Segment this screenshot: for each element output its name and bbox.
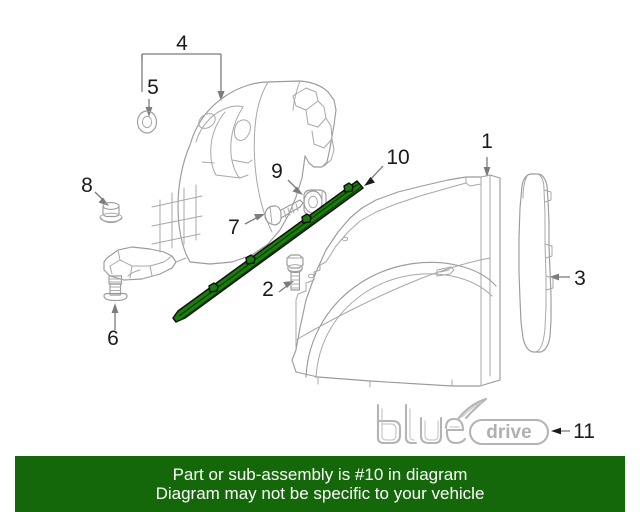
callout-number-4: 4 xyxy=(176,32,188,55)
wheelhouse-splash-shield xyxy=(103,80,337,281)
notice-banner: Part or sub-assembly is #10 in diagram D… xyxy=(15,456,625,512)
callout-leader-1 xyxy=(483,157,491,177)
fender-side-molding xyxy=(172,180,364,323)
push-in-clip xyxy=(99,202,123,224)
callout-leader-4 xyxy=(141,53,225,101)
flange-bolt xyxy=(286,254,304,291)
callout-number-2: 2 xyxy=(262,278,274,301)
callout-number-7: 7 xyxy=(228,216,240,239)
grommet-small xyxy=(136,110,158,134)
tapping-screw xyxy=(264,199,304,226)
fender-panel xyxy=(291,174,501,388)
callout-leader-7 xyxy=(244,214,265,225)
fender-side-seal xyxy=(518,173,554,353)
callout-number-5: 5 xyxy=(147,76,159,99)
callout-leader-10 xyxy=(364,165,384,186)
callout-number-3: 3 xyxy=(574,267,586,290)
callout-number-11: 11 xyxy=(573,420,595,443)
notice-line-2: Diagram may not be specific to your vehi… xyxy=(155,484,485,503)
callout-number-8: 8 xyxy=(81,174,93,197)
callout-number-1: 1 xyxy=(481,130,493,153)
notice-line-1: Part or sub-assembly is #10 in diagram xyxy=(172,464,468,484)
callout-number-9: 9 xyxy=(271,160,283,183)
blue-drive-emblem: drive xyxy=(376,397,570,446)
callout-number-6: 6 xyxy=(107,327,119,350)
callout-leader-3 xyxy=(549,273,570,281)
callout-leader-9 xyxy=(287,179,303,195)
emblem-drive-text: drive xyxy=(486,422,531,443)
callout-leader-6 xyxy=(111,303,119,330)
callout-leader-5 xyxy=(145,99,153,117)
callout-leader-8 xyxy=(94,191,109,206)
callout-number-10: 10 xyxy=(386,146,409,169)
